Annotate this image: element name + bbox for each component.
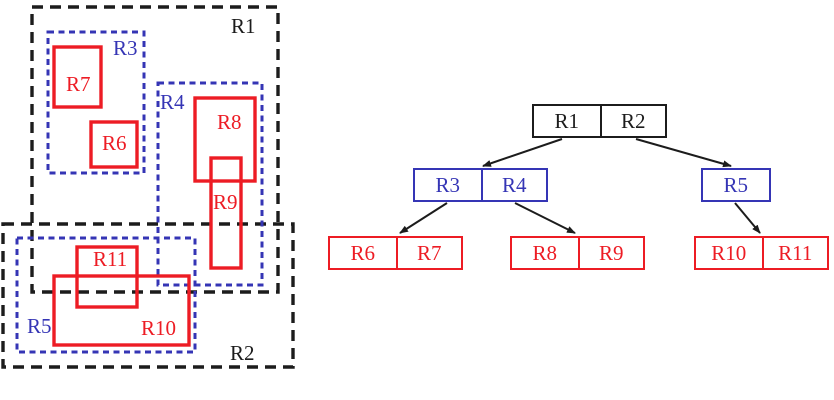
spatial-label-r9: R9 [213,190,238,214]
spatial-rect-r7 [52,45,103,109]
tree-node-r5: R5 [701,168,771,202]
tree-cell-r8: R8 [532,240,557,265]
tree-cell-r11: R11 [761,238,828,268]
spatial-rect-r10 [52,274,191,347]
tree-cell-r2: R2 [599,106,666,136]
tree-cell-r7: R7 [395,238,462,268]
spatial-label-r5: R5 [27,314,52,338]
spatial-rect-r6 [89,120,139,169]
tree-cell-r1: R1 [554,108,579,133]
tree-arrow-r4-to-r8-r9 [514,202,576,234]
spatial-label-r1: R1 [231,14,256,38]
spatial-label-r11: R11 [93,247,128,271]
spatial-rect-r2 [1,222,295,369]
tree-cell-r3: R3 [435,172,460,197]
tree-node-r3-r4: R3 R4 [413,168,548,202]
spatial-rect-r1 [30,5,280,294]
tree-node-r6-r7: R6 R7 [328,236,463,270]
tree-node-r8-r9: R8 R9 [510,236,645,270]
tree-arrows-layer [399,138,761,234]
tree-arrow-r2-to-r5 [635,138,732,168]
spatial-label-r10: R10 [141,316,177,340]
tree-cell-r5: R5 [723,172,748,197]
spatial-rect-r5 [15,236,197,354]
spatial-label-r6: R6 [102,131,127,155]
spatial-label-r8: R8 [217,110,242,134]
tree-arrow-r5-to-r10-r11 [734,202,761,234]
spatial-rect-r4 [156,81,264,287]
spatial-label-r7: R7 [66,72,91,96]
tree-cell-r6: R6 [350,240,375,265]
tree-node-r1-r2: R1 R2 [532,104,667,138]
tree-arrow-r3-to-r6-r7 [399,202,448,234]
spatial-rectangles-layer [1,5,295,369]
spatial-rect-r8 [193,96,257,183]
spatial-label-r4: R4 [160,90,185,114]
spatial-label-r3: R3 [113,36,138,60]
tree-cell-r4: R4 [480,170,547,200]
spatial-rect-r9 [209,156,243,270]
tree-cell-r9: R9 [577,238,644,268]
spatial-rect-r3 [46,30,146,175]
tree-cell-r10: R10 [711,240,747,265]
tree-node-r10-r11: R10 R11 [694,236,829,270]
tree-arrow-r1-to-r3-r4 [482,138,563,167]
spatial-label-r2: R2 [230,341,255,365]
